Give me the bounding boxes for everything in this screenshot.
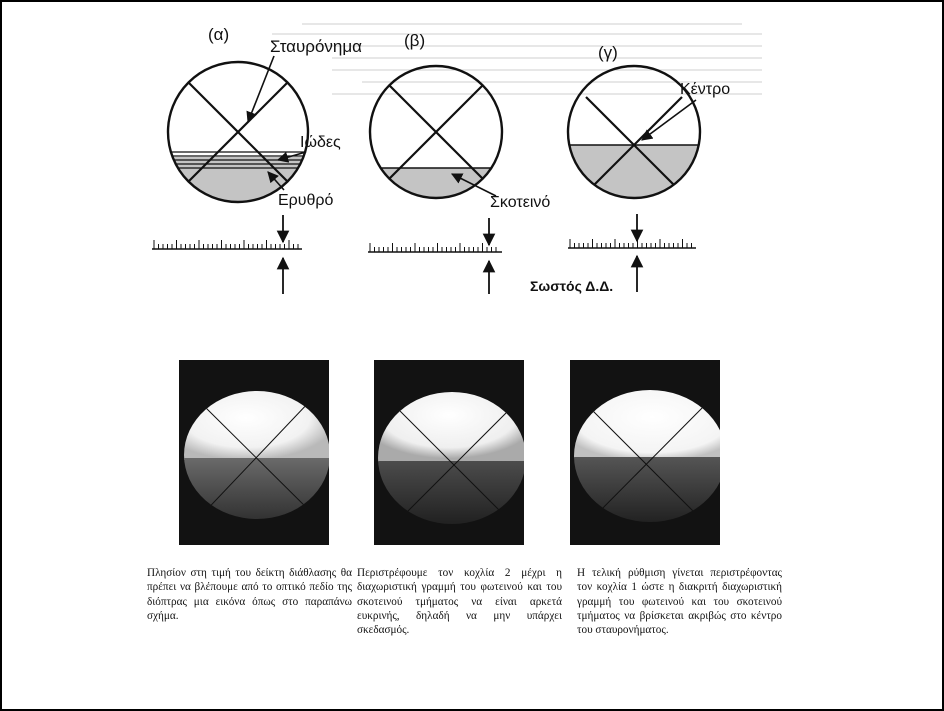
caption-3: Η τελική ρύθμιση γίνεται περιστρέφοντας … [577, 566, 782, 637]
correct-index-label: Σωστός Δ.Δ. [530, 278, 613, 294]
eyepiece-photo-2 [374, 360, 524, 545]
panel-a-label: (α) [208, 25, 229, 44]
panel-c: (γ) Κέντρο Σωστός Δ.Δ. [530, 43, 730, 294]
scale-b [368, 243, 502, 252]
scale-c [568, 239, 696, 248]
scale-a [152, 240, 302, 249]
iridescent-label: Ιώδες [300, 134, 341, 151]
panel-c-label: (γ) [598, 43, 618, 62]
eyepiece-photo-1 [179, 360, 329, 545]
panel-a: (α) Σταυρόνημα Ιώδες Ερυθρό [152, 25, 362, 294]
red-label: Ερυθρό [278, 192, 334, 209]
refractometer-diagram: (α) Σταυρόνημα Ιώδες Ερυθρό ( [2, 2, 944, 332]
eyepiece-photo-3 [570, 360, 720, 545]
caption-1: Πλησίον στη τιμή του δείκτη διάθλασης θα… [147, 566, 352, 623]
crosshair-label: Σταυρόνημα [270, 37, 362, 56]
caption-2: Περιστρέφουμε τον κοχλία 2 μέχρι η διαχω… [357, 566, 562, 637]
panel-b-label: (β) [404, 31, 425, 50]
dark-label: Σκοτεινό [490, 194, 550, 211]
center-label: Κέντρο [680, 81, 730, 98]
